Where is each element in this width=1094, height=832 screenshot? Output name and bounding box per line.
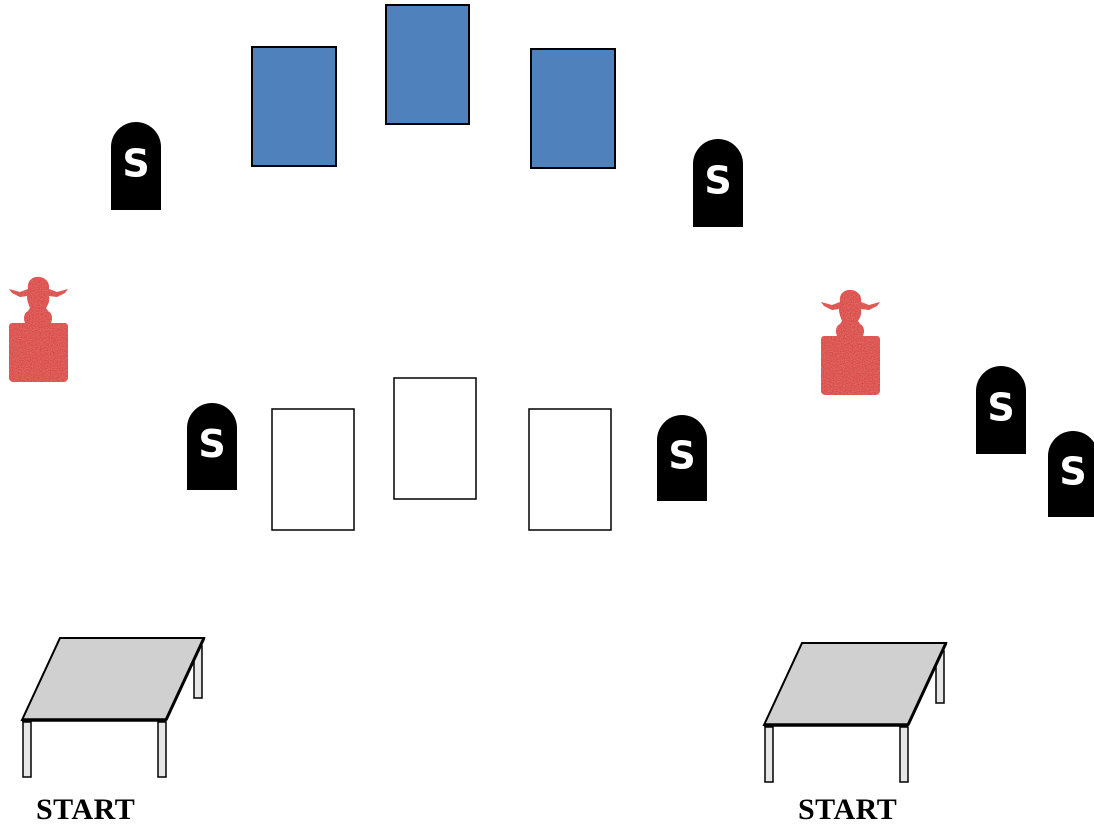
start-label-left: START <box>36 793 136 826</box>
paper-target-1 <box>271 408 355 531</box>
steel-plate-shape <box>657 415 707 501</box>
steel-target-letter: S <box>704 159 731 203</box>
table-2 <box>762 642 948 783</box>
steel-plate-shape <box>111 122 161 210</box>
table-leg <box>22 721 32 778</box>
blue-target-2 <box>385 4 470 125</box>
steel-target-letter: S <box>668 434 695 478</box>
paper-target-2 <box>393 377 477 500</box>
blue-target-1 <box>251 46 337 167</box>
paper-target-3 <box>528 408 612 531</box>
steel-target-1: S <box>111 122 161 210</box>
steel-plate-shape <box>1048 431 1094 517</box>
popper-silhouette <box>821 290 880 395</box>
table-leg <box>899 726 909 783</box>
steel-target-letter: S <box>1059 450 1086 494</box>
steel-target-5: S <box>976 366 1026 454</box>
table-side-edge <box>906 642 948 726</box>
steel-target-6: S <box>1048 431 1094 517</box>
table-leg <box>157 721 167 778</box>
steel-plate-shape <box>693 139 743 227</box>
start-label-right: START <box>798 793 898 826</box>
steel-target-letter: S <box>122 142 149 186</box>
steel-target-letter: S <box>198 422 225 466</box>
table-top <box>20 637 206 721</box>
table-leg <box>764 726 774 783</box>
table-top <box>762 642 948 726</box>
popper-target-1 <box>9 277 68 382</box>
steel-plate-shape <box>187 403 237 490</box>
steel-target-letter: S <box>987 386 1014 430</box>
table-1 <box>20 637 206 778</box>
steel-target-3: S <box>187 403 237 490</box>
popper-silhouette <box>9 277 68 382</box>
steel-plate-shape <box>976 366 1026 454</box>
table-side-edge <box>164 637 206 721</box>
popper-target-2 <box>821 290 880 395</box>
blue-target-3 <box>530 48 616 169</box>
steel-target-4: S <box>657 415 707 501</box>
steel-target-2: S <box>693 139 743 227</box>
